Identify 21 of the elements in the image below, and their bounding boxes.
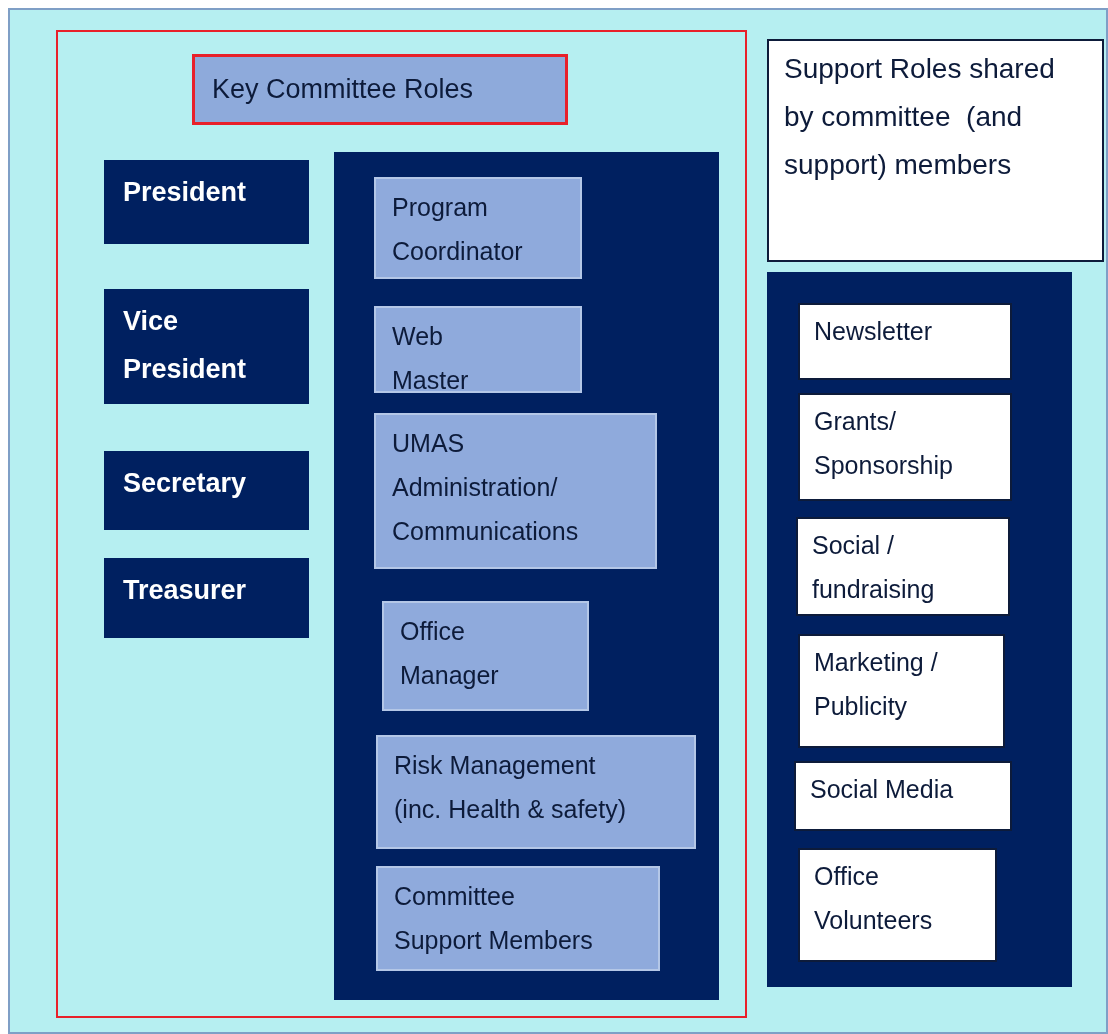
role-panel xyxy=(767,272,1072,987)
role-box: Office Volunteers xyxy=(798,848,997,962)
role-box: President xyxy=(104,160,309,244)
heading-box: Key Committee Roles xyxy=(192,54,568,125)
role-box: Vice President xyxy=(104,289,309,404)
role-box: Office Manager xyxy=(382,601,589,711)
role-box: Marketing / Publicity xyxy=(798,634,1005,748)
role-box: Newsletter xyxy=(798,303,1012,380)
role-panel xyxy=(334,152,719,1000)
role-box: Social / fundraising xyxy=(796,517,1010,616)
role-box: Web Master xyxy=(374,306,582,393)
role-box: UMAS Administration/ Communications xyxy=(374,413,657,569)
note-box: Support Roles shared by committee (and support) members xyxy=(767,39,1104,262)
role-box: Committee Support Members xyxy=(376,866,660,971)
role-box: Grants/ Sponsorship xyxy=(798,393,1012,501)
group-frame xyxy=(56,30,747,1018)
role-box: Program Coordinator xyxy=(374,177,582,279)
role-box: Secretary xyxy=(104,451,309,530)
role-box: Treasurer xyxy=(104,558,309,638)
role-box: Social Media xyxy=(794,761,1012,831)
role-box: Risk Management (inc. Health & safety) xyxy=(376,735,696,849)
